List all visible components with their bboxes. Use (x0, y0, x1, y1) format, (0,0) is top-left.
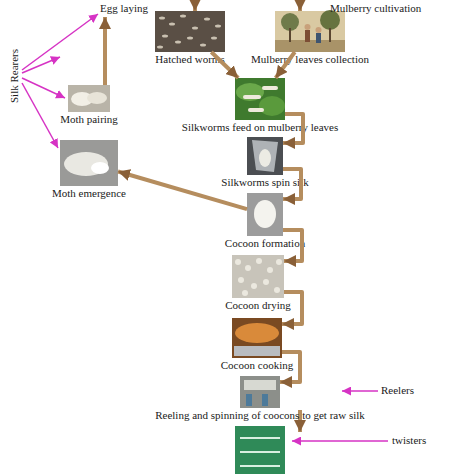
step-caption: Cocoon drying (208, 299, 308, 312)
flow-arrow (282, 292, 302, 324)
step-heading: Egg laying (100, 2, 172, 17)
moth-pairing-photo (68, 85, 110, 112)
step-caption: Silkworms spin silk (205, 176, 325, 189)
flow-arrow (283, 230, 302, 261)
step-caption: Egg laying (100, 2, 172, 15)
role-pointers (22, 14, 388, 441)
process-step: Silkworms feed on mulberry leaves (235, 78, 285, 120)
step-caption: Hatched worms (140, 53, 240, 66)
flow-arrow (211, 52, 238, 78)
flow-arrow (103, 17, 107, 85)
process-step: Moth emergence (60, 140, 118, 186)
cocoon-photo (247, 193, 283, 236)
moth-emergence-photo (60, 140, 118, 186)
reeling-photo (240, 376, 280, 408)
process-step: Reeling and spinning of coocons to get r… (240, 376, 280, 408)
process-step: Hatched worms (155, 11, 225, 52)
step-caption: Cocoon cooking (207, 359, 307, 372)
role-label: Silk Rearers (8, 49, 21, 103)
step-caption: Mulberry cultivation (330, 2, 452, 15)
flow-arrow (283, 169, 301, 199)
step-caption: Silkworms feed on mulberry leaves (165, 121, 355, 134)
role-label: Reelers (381, 384, 414, 397)
silk-spinning-photo (247, 137, 283, 175)
step-caption: Cocoon formation (210, 237, 320, 250)
step-caption: Moth emergence (34, 187, 144, 200)
silkworms-feeding-photo (235, 78, 285, 120)
step-caption: Moth pairing (44, 113, 134, 126)
incoming-arrow (298, 0, 302, 11)
process-step: Cocoon cooking (232, 318, 282, 358)
hatched-worms-photo (155, 11, 225, 52)
flow-arrow (118, 172, 247, 210)
process-step: Mulberry leaves collection (275, 11, 345, 52)
process-step: Silkworms spin silk (247, 137, 283, 175)
cocoon-cooking-photo (232, 318, 282, 358)
step-caption: Mulberry leaves collection (235, 53, 385, 66)
step-heading: Mulberry cultivation (330, 2, 452, 17)
process-step: Cocoon formation (247, 193, 283, 236)
process-step: Cocoon drying (232, 255, 284, 298)
cocoon-drying-photo (232, 255, 284, 298)
process-step: Moth pairing (68, 85, 110, 112)
flow-arrow (280, 352, 300, 382)
flow-arrow (276, 52, 295, 78)
step-caption: Reeling and spinning of coocons to get r… (120, 409, 400, 422)
mulberry-painting (275, 10, 345, 52)
twisting-photo (235, 426, 285, 474)
incoming-arrow (193, 0, 197, 11)
role-label: twisters (392, 434, 426, 447)
flow-arrow (283, 114, 303, 143)
